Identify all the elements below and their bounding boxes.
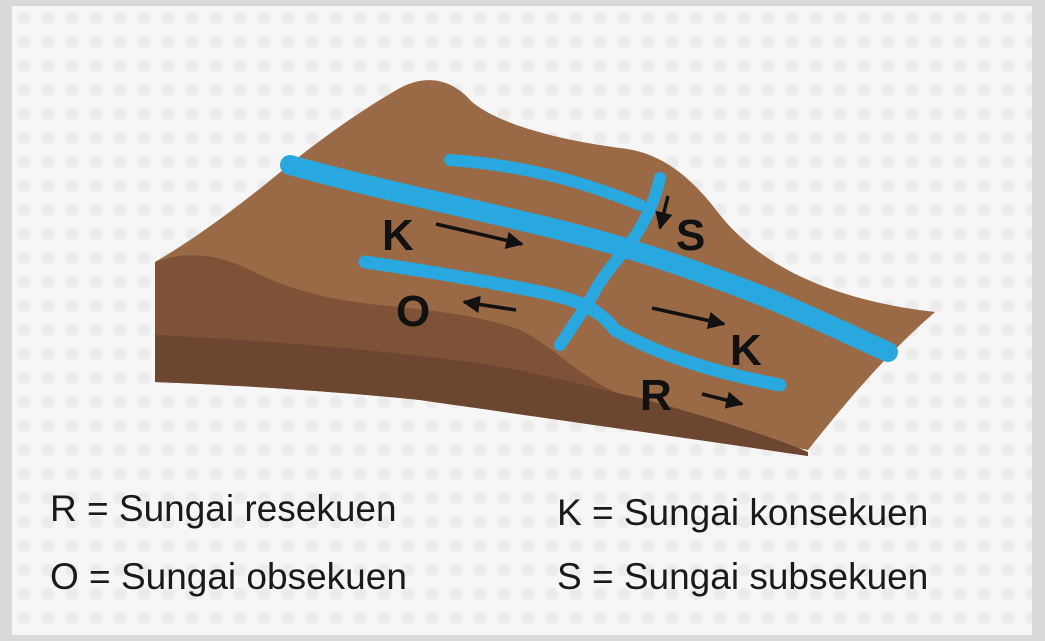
label-k-left: K [382,211,414,260]
river-upper-branch [444,154,646,211]
label-k-right: K [730,326,762,375]
arrow-s [655,195,673,230]
river-consequent-main [280,155,898,362]
land-shadow [155,335,808,456]
label-s: S [676,211,705,260]
label-o: O [396,287,430,336]
river-subsequent [554,172,666,351]
river-lower-branch [358,255,787,392]
arrow-k-right [651,306,726,330]
river-network [280,154,898,392]
flow-arrows [435,195,744,409]
arrow-o [462,295,517,314]
arrow-r [701,391,744,409]
arrow-k-left [435,222,524,249]
label-r: R [640,371,672,420]
